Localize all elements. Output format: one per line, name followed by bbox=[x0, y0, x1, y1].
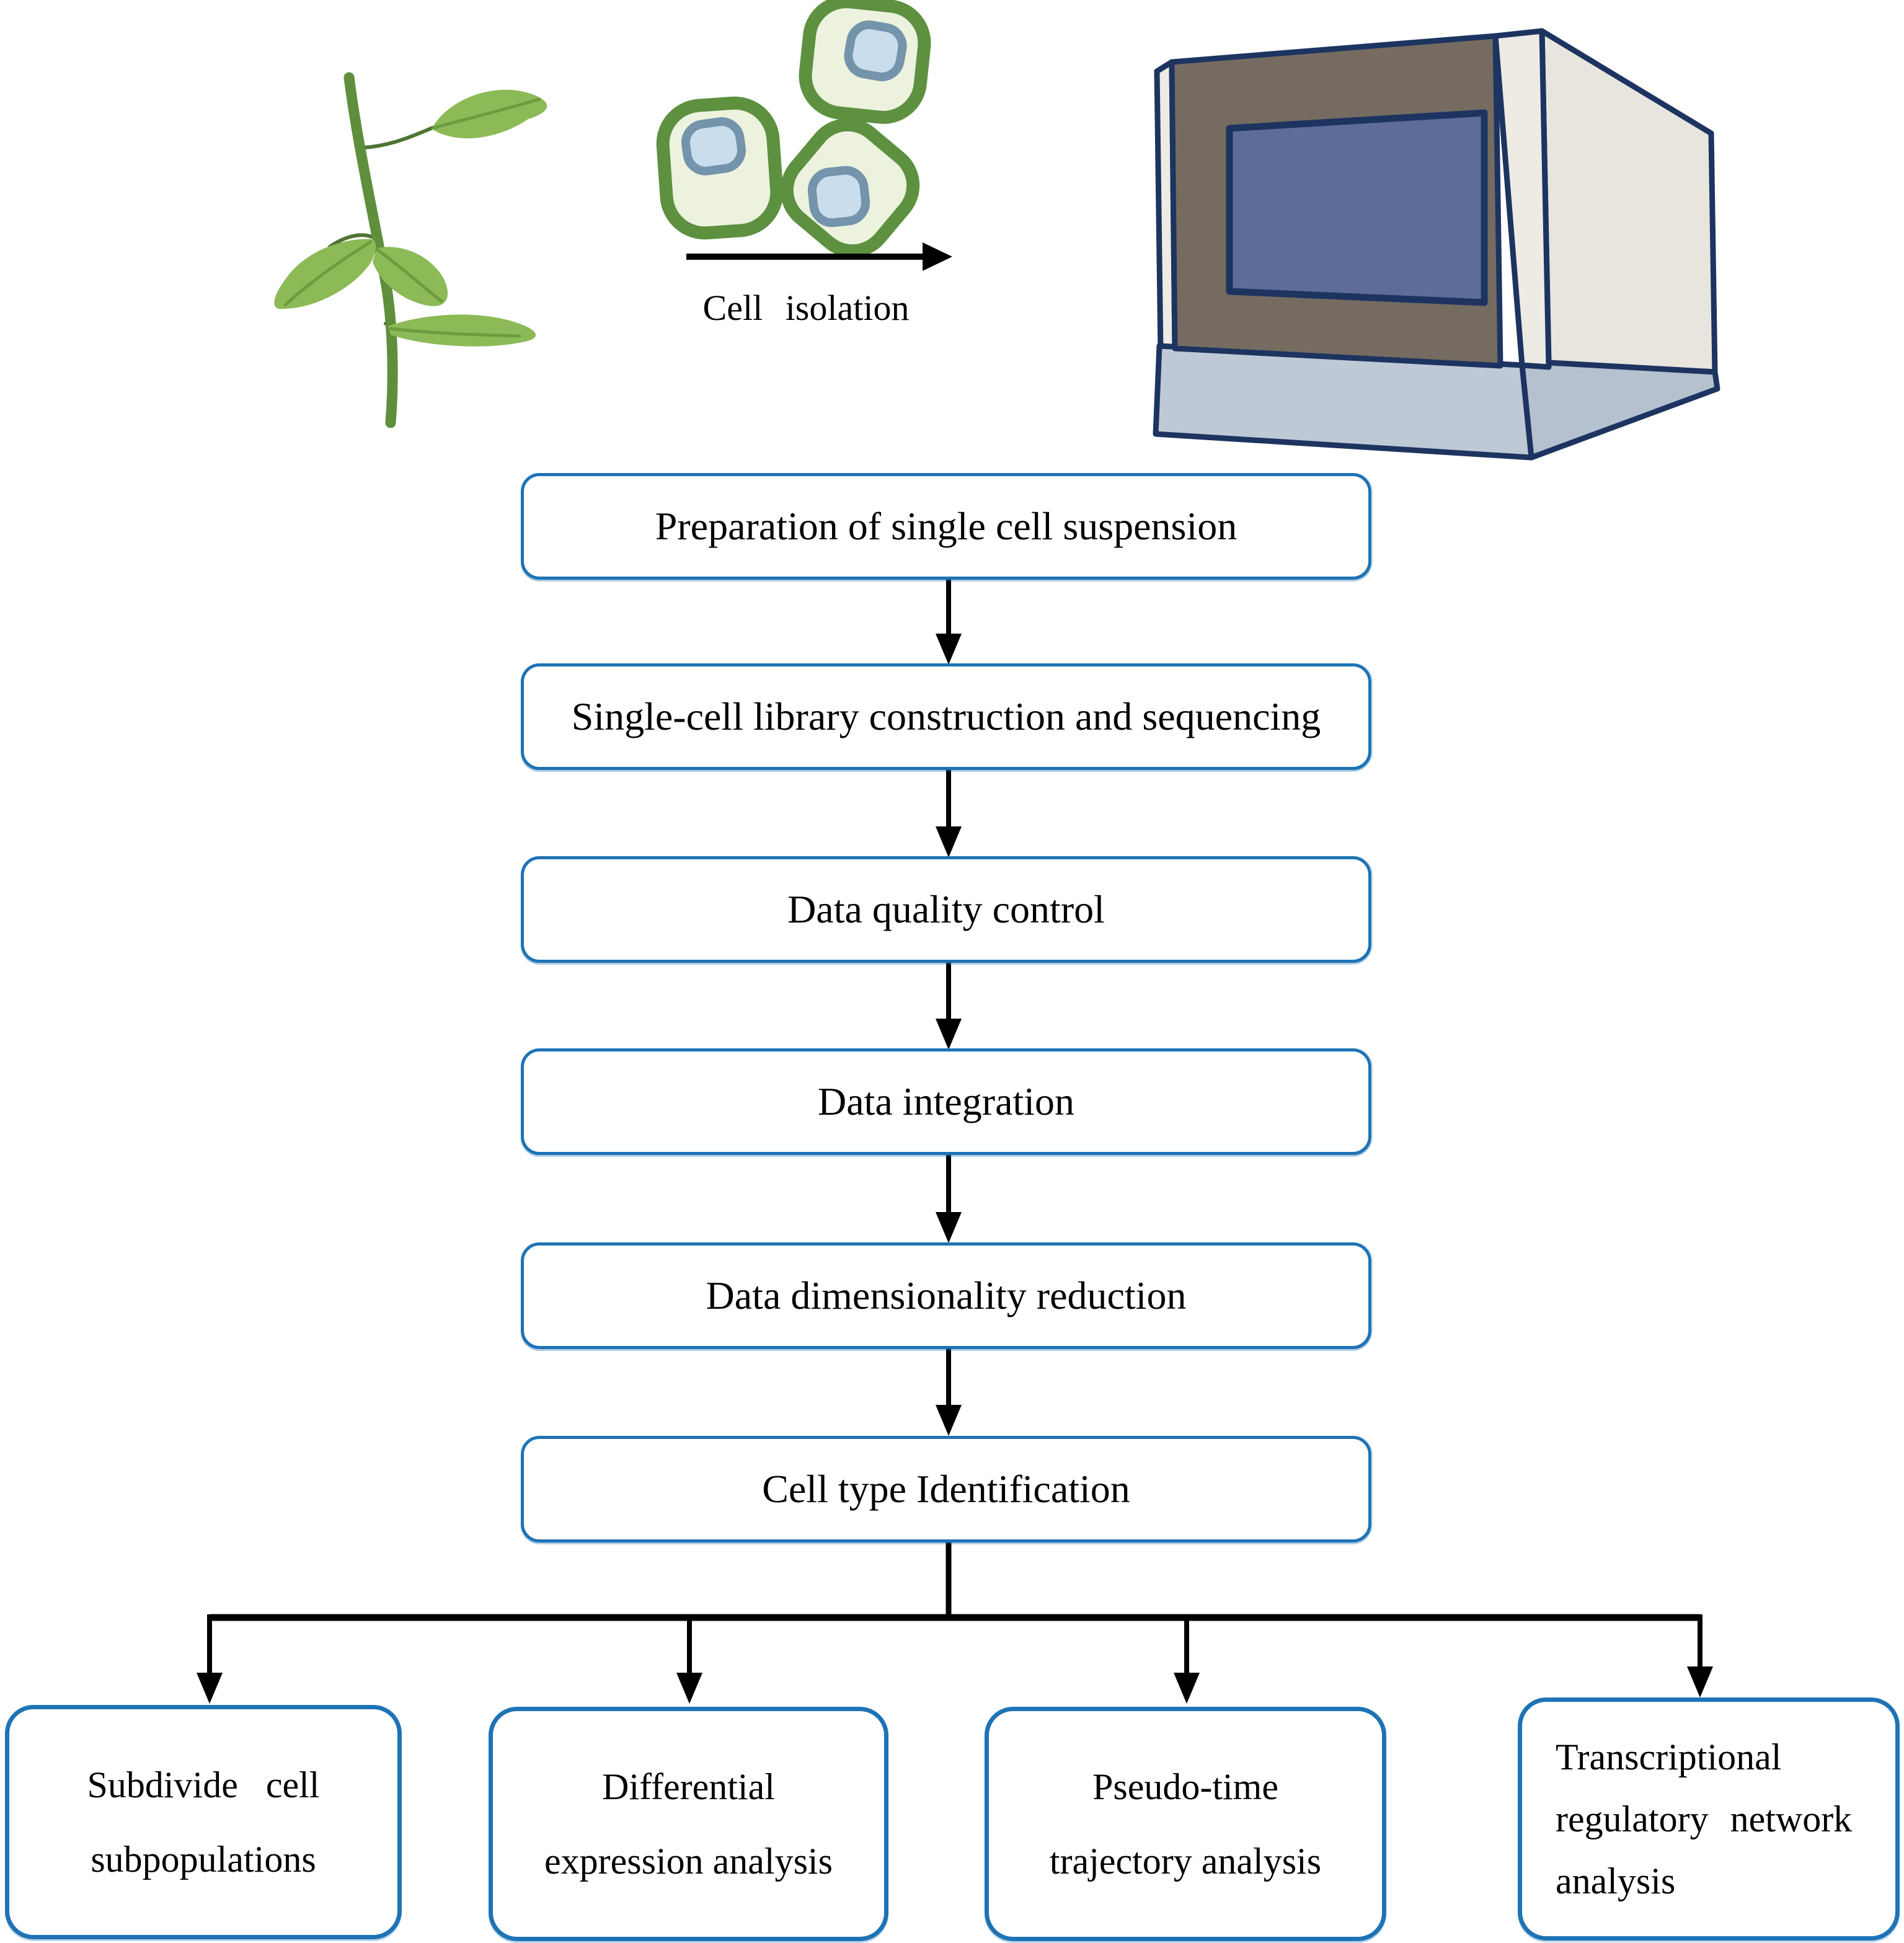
flow-step-label: Single-cell library construction and seq… bbox=[571, 694, 1321, 738]
branch-box-line: analysis bbox=[1556, 1861, 1676, 1901]
flow-arrowhead bbox=[936, 1212, 962, 1243]
machine-screen bbox=[1226, 109, 1488, 306]
leaf bbox=[388, 314, 536, 347]
leaf-vein bbox=[432, 97, 541, 130]
sequencer-illustration bbox=[1153, 28, 1720, 461]
branch-box-line: expression analysis bbox=[544, 1841, 833, 1882]
branch-box-line: regulatory network bbox=[1556, 1799, 1853, 1839]
flow-step-label: Preparation of single cell suspension bbox=[655, 504, 1238, 548]
flow-step-box-1: Preparation of single cell suspension bbox=[521, 473, 1371, 580]
branch-arrowhead bbox=[1174, 1673, 1200, 1704]
cell-isolation-arrowhead bbox=[923, 242, 952, 271]
branch-arrowhead bbox=[676, 1673, 702, 1704]
branch-box-line: Pseudo-time bbox=[1092, 1766, 1278, 1807]
branch-box-subdivide-cell-subpopulations: Subdivide cell subpopulations bbox=[5, 1705, 402, 1939]
branch-box-transcriptional-regulatory-network-analysis: Transcriptional regulatory network analy… bbox=[1518, 1697, 1900, 1941]
branch-arrowhead bbox=[197, 1673, 223, 1704]
leaf-vein bbox=[283, 240, 373, 307]
protoplast-cells-illustration bbox=[656, 0, 952, 271]
machine-corner-strip bbox=[1492, 28, 1552, 370]
leaf-vein bbox=[375, 247, 443, 303]
branch-box-line: trajectory analysis bbox=[1049, 1841, 1322, 1882]
branch-box-line: Subdivide cell bbox=[87, 1764, 320, 1805]
flow-arrowhead bbox=[936, 826, 962, 857]
flow-step-box-6: Cell type Identification bbox=[521, 1436, 1371, 1542]
branch-box-differential-expression-analysis: Differential expression analysis bbox=[489, 1707, 888, 1941]
flow-step-label: Data dimensionality reduction bbox=[706, 1273, 1187, 1317]
branch-arrowhead bbox=[1687, 1666, 1713, 1697]
petiole bbox=[328, 233, 374, 249]
flow-step-label: Cell type Identification bbox=[762, 1467, 1130, 1511]
branch-box-line: Transcriptional bbox=[1556, 1737, 1782, 1777]
machine-base-side bbox=[1519, 360, 1720, 461]
plant-illustration bbox=[274, 72, 547, 428]
cell-nucleus bbox=[844, 20, 907, 81]
flow-step-box-2: Single-cell library construction and seq… bbox=[521, 663, 1371, 770]
cell-isolation-label: Cell isolation bbox=[702, 288, 910, 328]
flow-step-box-3: Data quality control bbox=[521, 856, 1371, 963]
branch-box-line: subpopulations bbox=[91, 1839, 316, 1880]
cell-nucleus bbox=[807, 166, 870, 228]
branch-box-line: Differential bbox=[602, 1766, 775, 1807]
flow-step-label: Data integration bbox=[817, 1079, 1075, 1123]
flow-arrowhead bbox=[936, 1405, 962, 1436]
flow-step-label: Data quality control bbox=[787, 887, 1105, 931]
flow-arrowhead bbox=[936, 1019, 962, 1050]
flow-step-box-4: Data integration bbox=[521, 1048, 1371, 1155]
flow-arrowhead bbox=[936, 634, 962, 665]
leaf-vein bbox=[389, 327, 521, 338]
branch-box-pseudo-time-trajectory-analysis: Pseudo-time trajectory analysis bbox=[985, 1707, 1386, 1941]
machine-side-panel bbox=[1539, 28, 1718, 375]
cell-nucleus bbox=[681, 117, 746, 175]
petiole bbox=[363, 126, 435, 149]
flow-step-box-5: Data dimensionality reduction bbox=[521, 1242, 1371, 1349]
